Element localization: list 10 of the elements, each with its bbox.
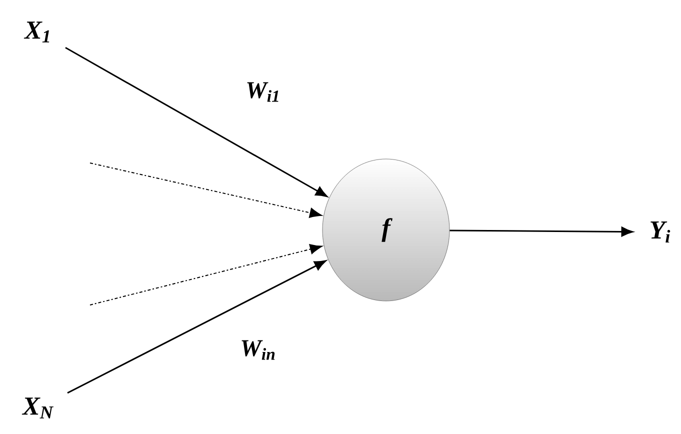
dash-dot-arrow: [90, 244, 322, 306]
variable-label: X$_{N}$: [22, 398, 54, 418]
arrow: [65, 46, 328, 197]
variable-label: X$_{1}$: [24, 22, 50, 42]
variable-label: Y$_{i}$: [650, 221, 670, 243]
edge-label: W$_{i1}$: [244, 81, 282, 103]
edge-label: W$_{in}$: [239, 339, 277, 361]
arrow: [450, 226, 634, 237]
arrow: [67, 260, 326, 394]
dash-dot-arrow: [90, 162, 322, 218]
